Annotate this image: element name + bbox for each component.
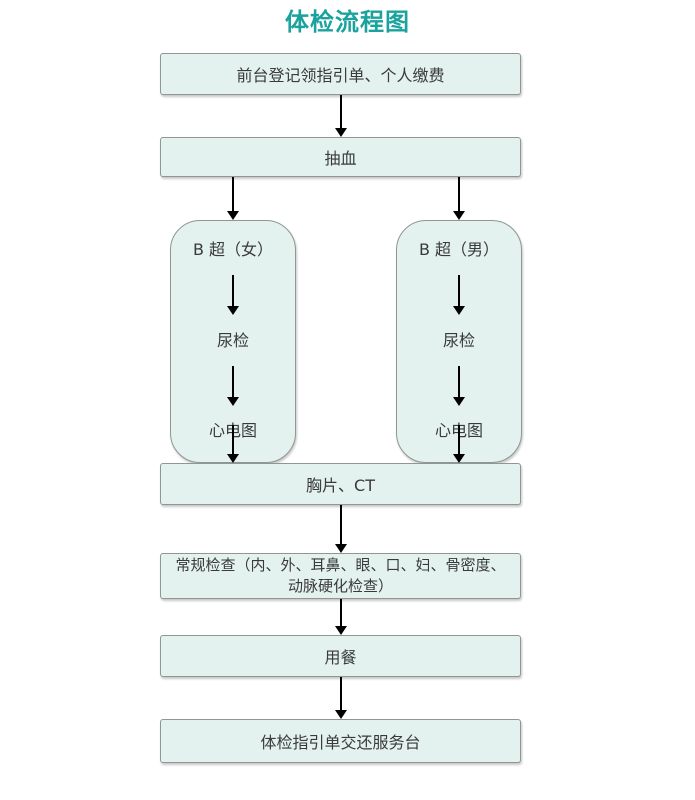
node-return-sheet-box: 体检指引单交还服务台: [160, 719, 521, 763]
node-urine-male: 尿检: [442, 330, 475, 350]
arrow-blood-to-male-branch: [452, 177, 465, 220]
page-title: 体检流程图: [285, 8, 410, 36]
node-ultrasound-male: B 超（男）: [418, 240, 500, 259]
node-register-box: 前台登记领指引单、个人缴费: [160, 53, 521, 95]
arrow-routine-to-meal: [334, 599, 347, 635]
arrow-register-to-blood: [334, 95, 347, 137]
node-blood-draw-box: 抽血: [160, 137, 521, 177]
node-routine-line2: 动脉硬化检查）: [287, 577, 393, 595]
node-routine-line1: 常规检查（内、外、耳鼻、眼、口、妇、骨密度、: [175, 556, 506, 574]
node-routine-box: 常规检查（内、外、耳鼻、眼、口、妇、骨密度、 动脉硬化检查）: [160, 553, 521, 599]
arrow-blood-to-female-branch: [226, 177, 239, 220]
arrow-female-to-chest: [226, 425, 239, 463]
node-meal-box: 用餐: [160, 635, 521, 677]
arrow-urine-to-ecg-female: [227, 365, 240, 406]
node-chest-ct-box: 胸片、CT: [160, 463, 521, 505]
arrow-male-to-chest: [452, 425, 465, 463]
arrow-chest-to-routine: [334, 505, 347, 553]
arrow-meal-to-return: [334, 677, 347, 719]
node-ultrasound-female: B 超（女）: [192, 240, 274, 259]
arrow-urine-to-ecg-male: [453, 365, 466, 406]
node-urine-female: 尿检: [216, 330, 249, 350]
branch-female-box: B 超（女） 尿检 心电图: [170, 220, 296, 463]
branch-male-box: B 超（男） 尿检 心电图: [396, 220, 522, 463]
arrow-ultrasound-to-urine-male: [453, 275, 466, 316]
arrow-ultrasound-to-urine-female: [227, 275, 240, 316]
